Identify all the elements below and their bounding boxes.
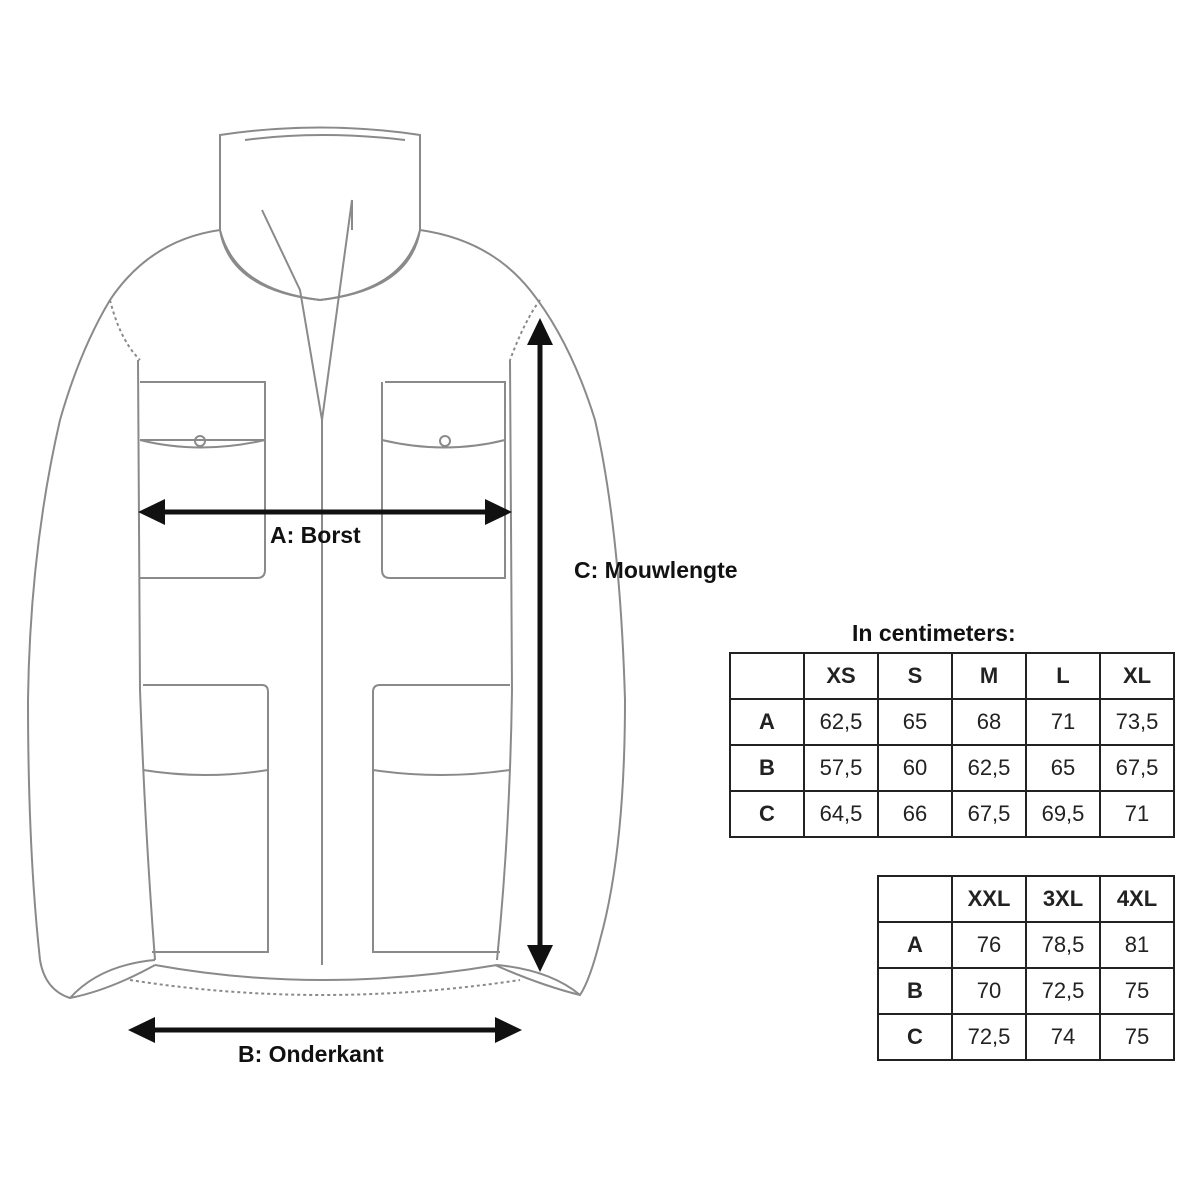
table-cell: 74 <box>1025 1013 1101 1061</box>
label-a-borst: A: Borst <box>270 522 361 548</box>
table-row: C 64,5 66 67,5 69,5 71 <box>729 790 1175 838</box>
table-row: A 62,5 65 68 71 73,5 <box>729 698 1175 746</box>
row-header: A <box>877 921 953 969</box>
table-row: C 72,5 74 75 <box>877 1013 1175 1061</box>
header-cell: XL <box>1099 652 1175 700</box>
table-cell: 70 <box>951 967 1027 1015</box>
header-cell: M <box>951 652 1027 700</box>
table-cell: 71 <box>1025 698 1101 746</box>
table-row: B 70 72,5 75 <box>877 967 1175 1015</box>
table-row: A 76 78,5 81 <box>877 921 1175 969</box>
header-cell: 3XL <box>1025 875 1101 923</box>
table-cell: 75 <box>1099 1013 1175 1061</box>
header-cell: XXL <box>951 875 1027 923</box>
table-cell: 81 <box>1099 921 1175 969</box>
table-cell: 62,5 <box>951 744 1027 792</box>
table-cell: 65 <box>877 698 953 746</box>
header-cell <box>729 652 805 700</box>
table-cell: 76 <box>951 921 1027 969</box>
header-cell: XS <box>803 652 879 700</box>
table-cell: 64,5 <box>803 790 879 838</box>
table-cell: 72,5 <box>1025 967 1101 1015</box>
table-cell: 69,5 <box>1025 790 1101 838</box>
size-table-2: XXL 3XL 4XL A 76 78,5 81 B 70 72,5 75 C … <box>877 875 1175 1061</box>
table-cell: 71 <box>1099 790 1175 838</box>
header-cell: S <box>877 652 953 700</box>
table-header-row: XXL 3XL 4XL <box>877 875 1175 923</box>
size-table-1: XS S M L XL A 62,5 65 68 71 73,5 B 57,5 … <box>729 652 1175 838</box>
table-row: B 57,5 60 62,5 65 67,5 <box>729 744 1175 792</box>
table-header-row: XS S M L XL <box>729 652 1175 700</box>
table-cell: 57,5 <box>803 744 879 792</box>
table-cell: 67,5 <box>1099 744 1175 792</box>
header-cell <box>877 875 953 923</box>
table-title: In centimeters: <box>852 620 1016 646</box>
header-cell: L <box>1025 652 1101 700</box>
label-c-mouwlengte: C: Mouwlengte <box>574 557 738 583</box>
row-header: A <box>729 698 805 746</box>
table-cell: 75 <box>1099 967 1175 1015</box>
table-cell: 62,5 <box>803 698 879 746</box>
table-cell: 68 <box>951 698 1027 746</box>
row-header: B <box>729 744 805 792</box>
row-header: C <box>729 790 805 838</box>
table-cell: 65 <box>1025 744 1101 792</box>
header-cell: 4XL <box>1099 875 1175 923</box>
table-cell: 73,5 <box>1099 698 1175 746</box>
row-header: B <box>877 967 953 1015</box>
label-b-onderkant: B: Onderkant <box>238 1041 384 1067</box>
table-cell: 72,5 <box>951 1013 1027 1061</box>
table-cell: 66 <box>877 790 953 838</box>
table-cell: 67,5 <box>951 790 1027 838</box>
table-cell: 78,5 <box>1025 921 1101 969</box>
row-header: C <box>877 1013 953 1061</box>
table-cell: 60 <box>877 744 953 792</box>
measurement-arrows <box>128 318 553 1043</box>
